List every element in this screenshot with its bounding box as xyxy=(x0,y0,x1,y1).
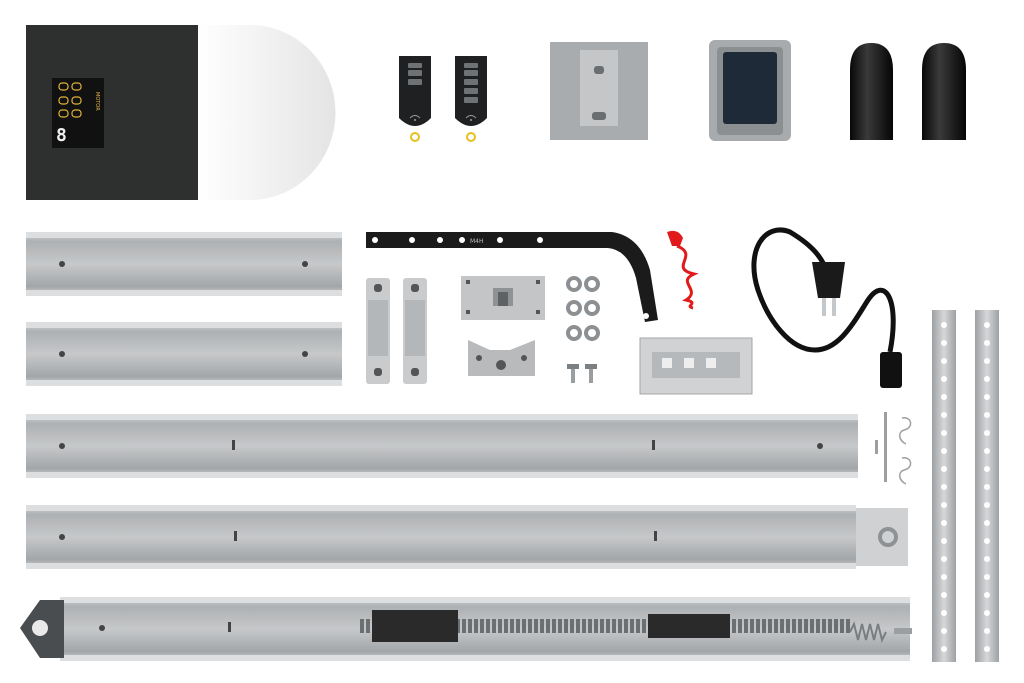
remote-control-right xyxy=(455,56,487,142)
garage-door-opener-unit: 8 MOTOR xyxy=(26,25,336,200)
flat-bracket-right xyxy=(403,278,427,384)
opener-cover xyxy=(198,25,336,200)
chain-tensioner xyxy=(648,614,730,638)
tension-spring xyxy=(849,621,912,643)
power-cable xyxy=(751,227,902,388)
wall-push-button xyxy=(709,40,791,141)
long-rail-with-chain xyxy=(20,597,912,661)
remote-key-ring xyxy=(410,132,420,142)
perforated-strap-right xyxy=(975,310,999,662)
pin-and-clips xyxy=(875,412,912,485)
opener-display-brand: MOTOR xyxy=(94,92,100,111)
long-rail-section-2 xyxy=(26,505,908,569)
opener-display-digit: 8 xyxy=(56,125,67,146)
remote-wall-holder xyxy=(550,42,648,140)
long-rail-section-1 xyxy=(26,414,858,478)
wifi-icon xyxy=(465,115,477,121)
rail-head-sprocket xyxy=(20,600,64,658)
carriage-mount-bracket xyxy=(639,337,753,395)
wifi-icon xyxy=(409,115,421,121)
flat-bracket-left xyxy=(366,278,390,384)
angle-bracket xyxy=(468,340,535,376)
hardware-bolts xyxy=(567,364,597,383)
emergency-release-cord xyxy=(667,230,699,310)
perforated-strap-left xyxy=(932,310,956,662)
safety-photocell-right xyxy=(922,43,966,140)
curved-door-arm: M4H xyxy=(366,232,658,322)
arm-stamp: M4H xyxy=(470,238,484,245)
opener-display-buttons xyxy=(58,82,82,118)
short-rail-lower xyxy=(26,322,342,386)
door-bracket-plate xyxy=(461,276,545,320)
rail-end-bracket xyxy=(856,508,908,566)
safety-photocell-left xyxy=(850,43,893,140)
door-carriage xyxy=(372,610,458,642)
cable-connector xyxy=(880,352,902,388)
remote-control-left xyxy=(399,56,431,142)
remote-key-ring xyxy=(466,132,476,142)
plug-icon xyxy=(812,262,845,316)
hardware-nuts xyxy=(566,276,600,341)
short-rail-upper xyxy=(26,232,342,296)
